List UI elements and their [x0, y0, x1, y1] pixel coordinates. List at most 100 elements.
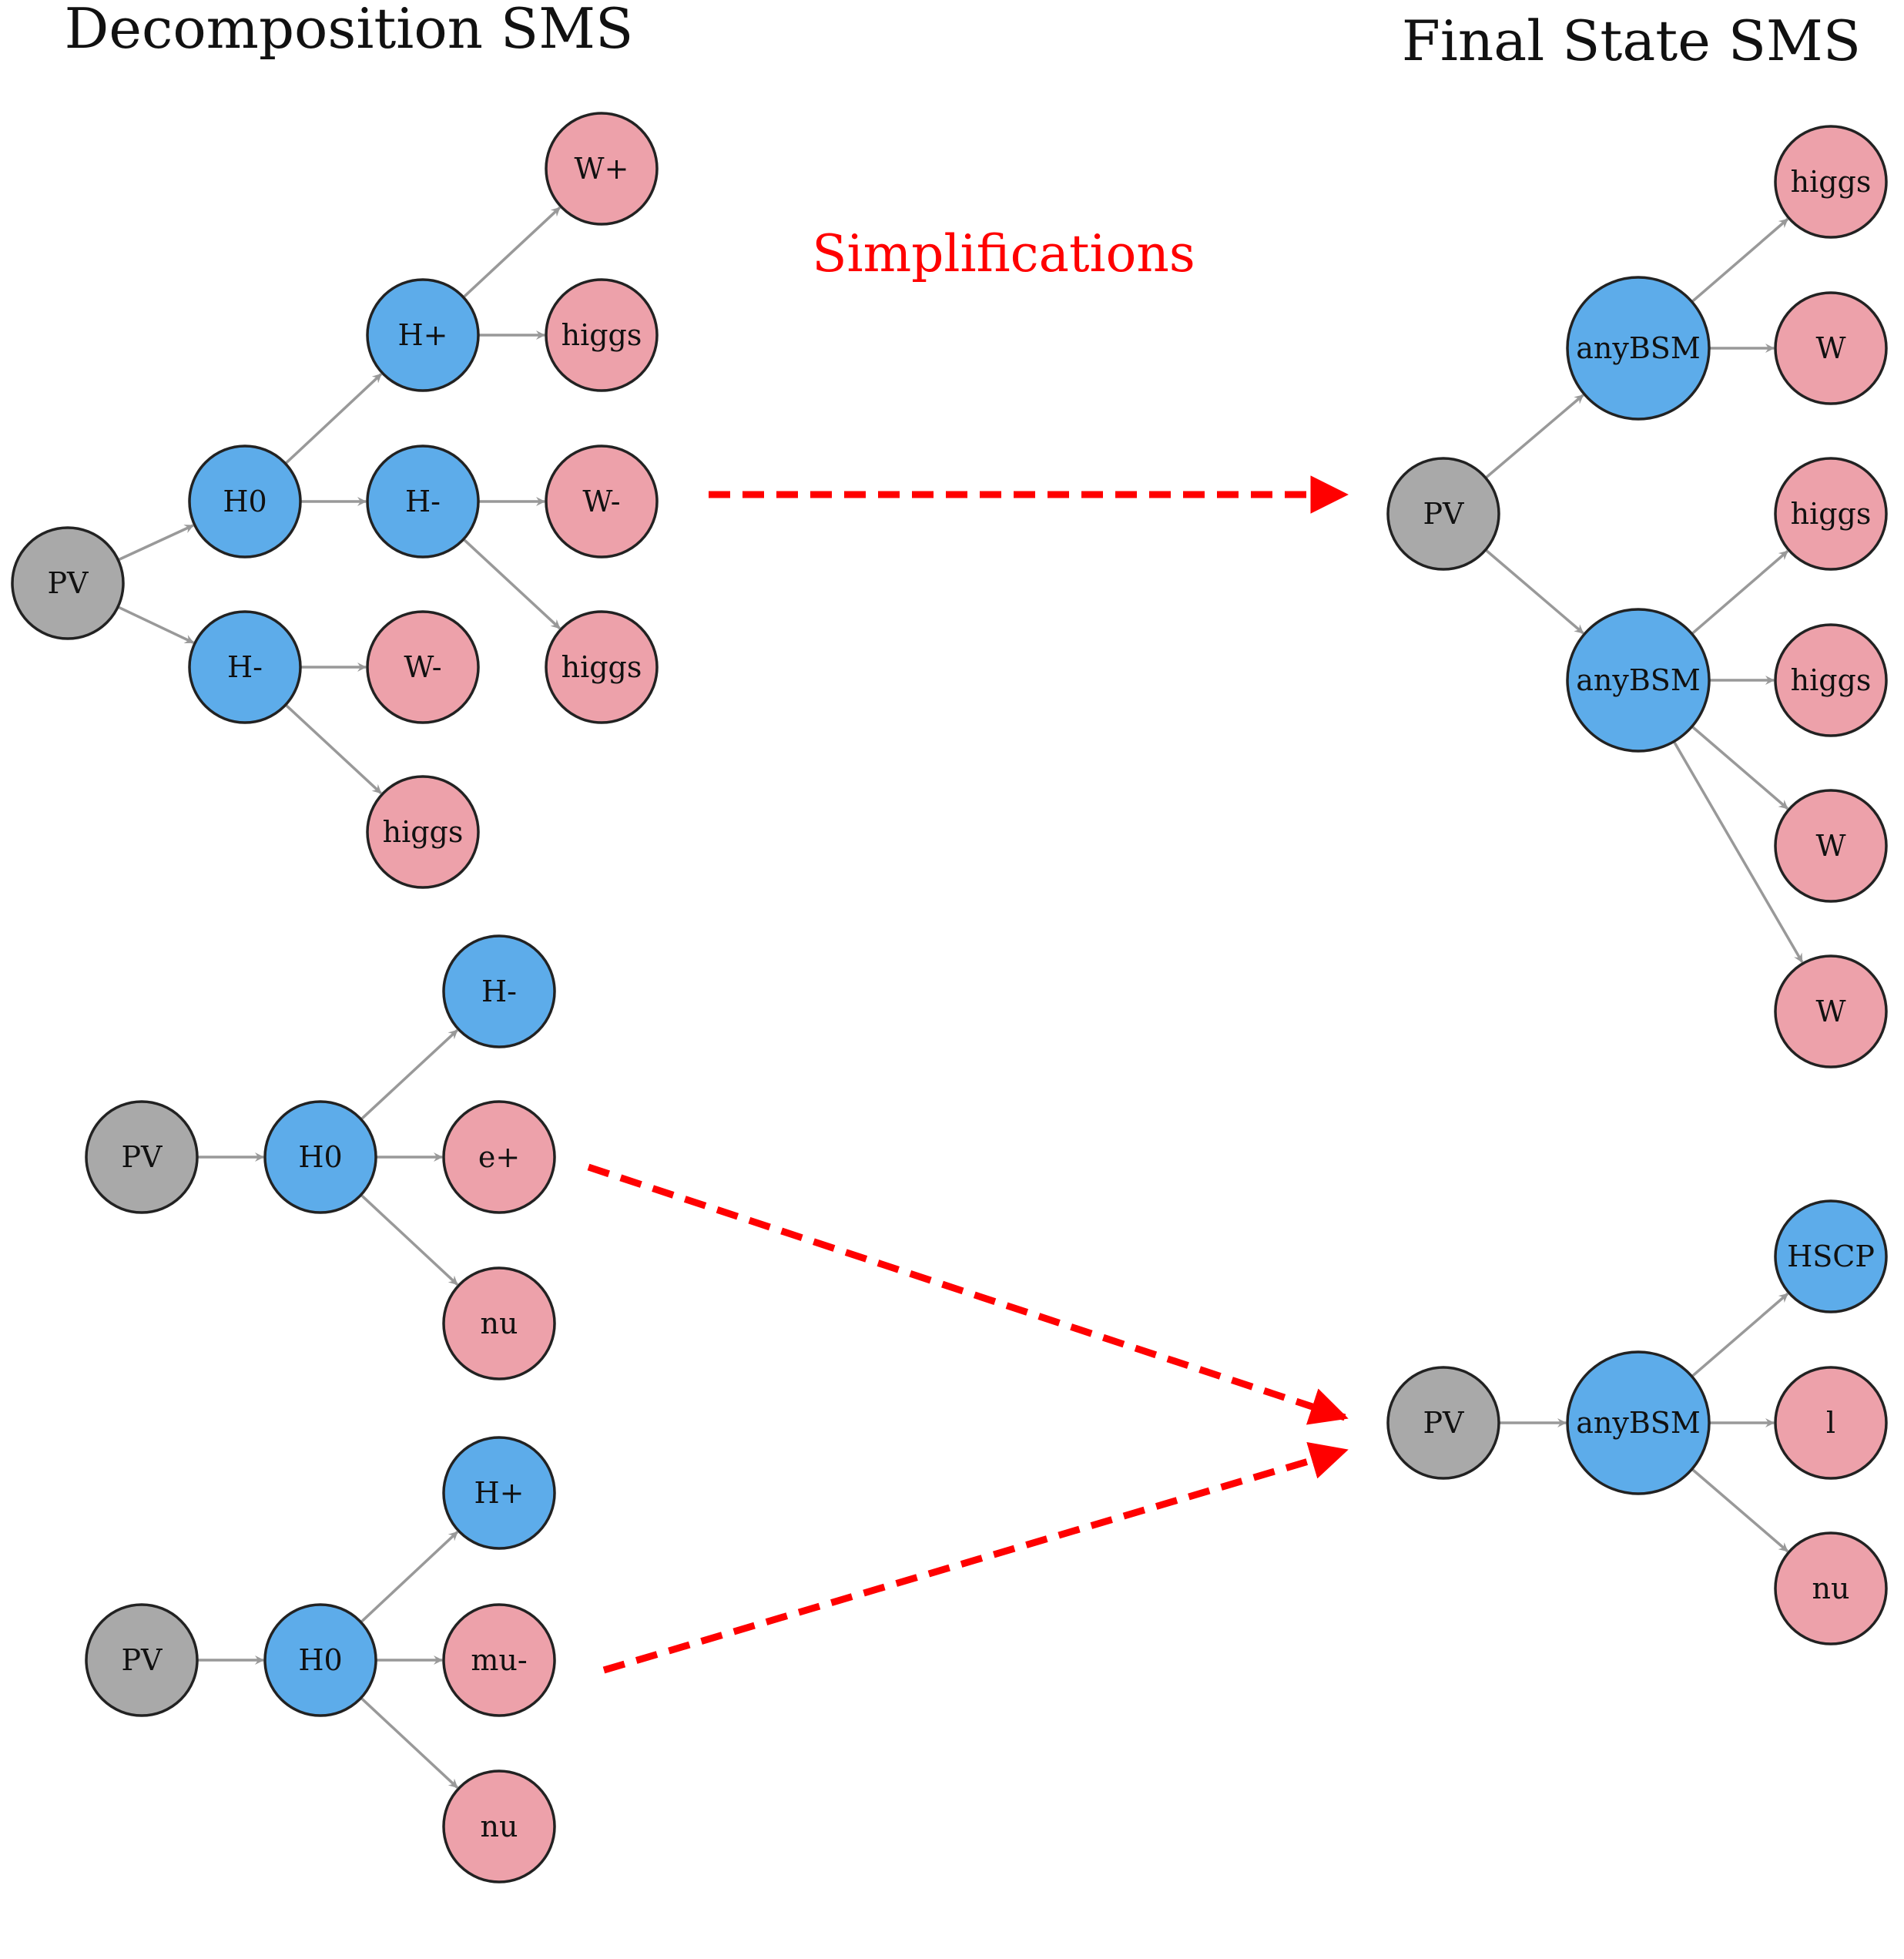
node-decomp-1-hg3: higgs — [366, 775, 480, 889]
node-decomp-1-hg1: higgs — [545, 278, 659, 392]
node-circle — [85, 1603, 199, 1717]
node-label: mu- — [471, 1643, 527, 1677]
node-final-2-nu: nu — [1774, 1531, 1888, 1645]
node-label: nu — [481, 1307, 518, 1340]
node-decomp-3-pv: PV — [85, 1603, 199, 1717]
edge-h0-hp — [284, 373, 383, 465]
node-circle — [442, 1100, 556, 1214]
node-circle — [545, 444, 659, 559]
node-final-2-pv: PV — [1386, 1366, 1500, 1480]
edge-b1-hg1 — [1691, 218, 1789, 304]
node-final-1-w1: W — [1774, 291, 1888, 405]
node-decomp-2-hm: H- — [442, 934, 556, 1048]
simplifications-label: Simplifications — [812, 224, 1195, 283]
node-label: H- — [481, 974, 517, 1008]
node-label: PV — [121, 1643, 163, 1677]
node-decomp-3-h0: H0 — [263, 1603, 377, 1717]
node-final-2-hscp: HSCP — [1774, 1199, 1888, 1313]
node-decomp-3-hp: H+ — [442, 1436, 556, 1550]
node-decomp-1-pv: PV — [11, 526, 125, 640]
node-circle — [1774, 789, 1888, 903]
node-label: HSCP — [1787, 1239, 1875, 1273]
node-decomp-1-hm1: H- — [188, 610, 302, 724]
node-decomp-2-pv: PV — [85, 1100, 199, 1214]
node-circle — [366, 278, 480, 392]
edge-h0-nu — [360, 1193, 459, 1286]
edge-b2-w2 — [1691, 725, 1789, 810]
node-label: PV — [1423, 1406, 1464, 1440]
node-label: PV — [121, 1140, 163, 1174]
node-decomp-2-h0: H0 — [263, 1100, 377, 1214]
node-circle — [1774, 1531, 1888, 1645]
node-label: H- — [405, 485, 441, 518]
node-label: H0 — [298, 1643, 342, 1677]
node-final-1-hg2: higgs — [1774, 457, 1888, 571]
edge-pv-hm1 — [117, 605, 195, 644]
node-circle — [1774, 1199, 1888, 1313]
node-circle — [442, 1266, 556, 1380]
node-decomp-2-nu: nu — [442, 1266, 556, 1380]
node-label: anyBSM — [1576, 663, 1700, 697]
edge-hp-wp — [462, 206, 561, 299]
edge-b2-w3 — [1672, 740, 1804, 963]
simplification-arrow-decomp-3 — [602, 1441, 1349, 1674]
node-label: W- — [582, 485, 620, 518]
node-label: higgs — [561, 318, 642, 352]
node-circle — [442, 1436, 556, 1550]
node-final-2-b: anyBSM — [1566, 1350, 1711, 1495]
node-circle — [442, 934, 556, 1048]
node-label: higgs — [383, 815, 464, 849]
node-label: H+ — [398, 318, 448, 352]
node-label: W+ — [575, 152, 629, 186]
node-final-1-pv: PV — [1386, 457, 1500, 571]
node-circle — [263, 1100, 377, 1214]
node-circle — [1566, 276, 1711, 421]
node-label: higgs — [1791, 497, 1872, 531]
node-circle — [366, 775, 480, 889]
node-final-1-hg3: higgs — [1774, 623, 1888, 737]
node-label: W- — [404, 650, 441, 684]
node-label: PV — [47, 566, 89, 600]
node-circle — [1774, 125, 1888, 239]
node-label: W — [1815, 331, 1845, 365]
node-circle — [366, 610, 480, 724]
edge-h0-hm — [360, 1029, 458, 1121]
node-final-1-b1: anyBSM — [1566, 276, 1711, 421]
edge-h0-hp — [360, 1531, 459, 1624]
edge-pv-b2 — [1484, 548, 1584, 635]
edge-h0-nu — [360, 1696, 459, 1789]
edge-b2-hg2 — [1691, 550, 1789, 636]
node-decomp-1-wp: W+ — [545, 112, 659, 226]
node-final-1-hg1: higgs — [1774, 125, 1888, 239]
node-circle — [263, 1603, 377, 1717]
node-circle — [545, 278, 659, 392]
node-circle — [188, 444, 302, 559]
node-label: W — [1815, 995, 1845, 1028]
edge-pv-h0 — [117, 524, 194, 562]
node-circle — [1774, 457, 1888, 571]
edge-b-hscp — [1691, 1293, 1789, 1378]
node-decomp-1-wm2: W- — [366, 610, 480, 724]
node-circle — [1386, 1366, 1500, 1480]
simplification-arrow-decomp-2 — [587, 1163, 1349, 1425]
node-label: higgs — [561, 650, 642, 684]
node-label: nu — [1812, 1572, 1850, 1605]
node-final-2-l: l — [1774, 1366, 1888, 1480]
node-circle — [11, 526, 125, 640]
node-circle — [545, 112, 659, 226]
node-label: e+ — [478, 1140, 520, 1174]
node-circle — [1774, 291, 1888, 405]
node-circle — [1774, 1366, 1888, 1480]
node-label: anyBSM — [1576, 1406, 1700, 1440]
final-state-title: Final State SMS — [1402, 8, 1861, 73]
node-label: higgs — [1791, 663, 1872, 697]
node-decomp-1-hg2: higgs — [545, 610, 659, 724]
node-decomp-3-mu: mu- — [442, 1603, 556, 1717]
node-label: l — [1826, 1406, 1835, 1440]
edge-hm1-hg3 — [284, 703, 382, 794]
node-label: W — [1815, 829, 1845, 863]
node-circle — [1774, 623, 1888, 737]
